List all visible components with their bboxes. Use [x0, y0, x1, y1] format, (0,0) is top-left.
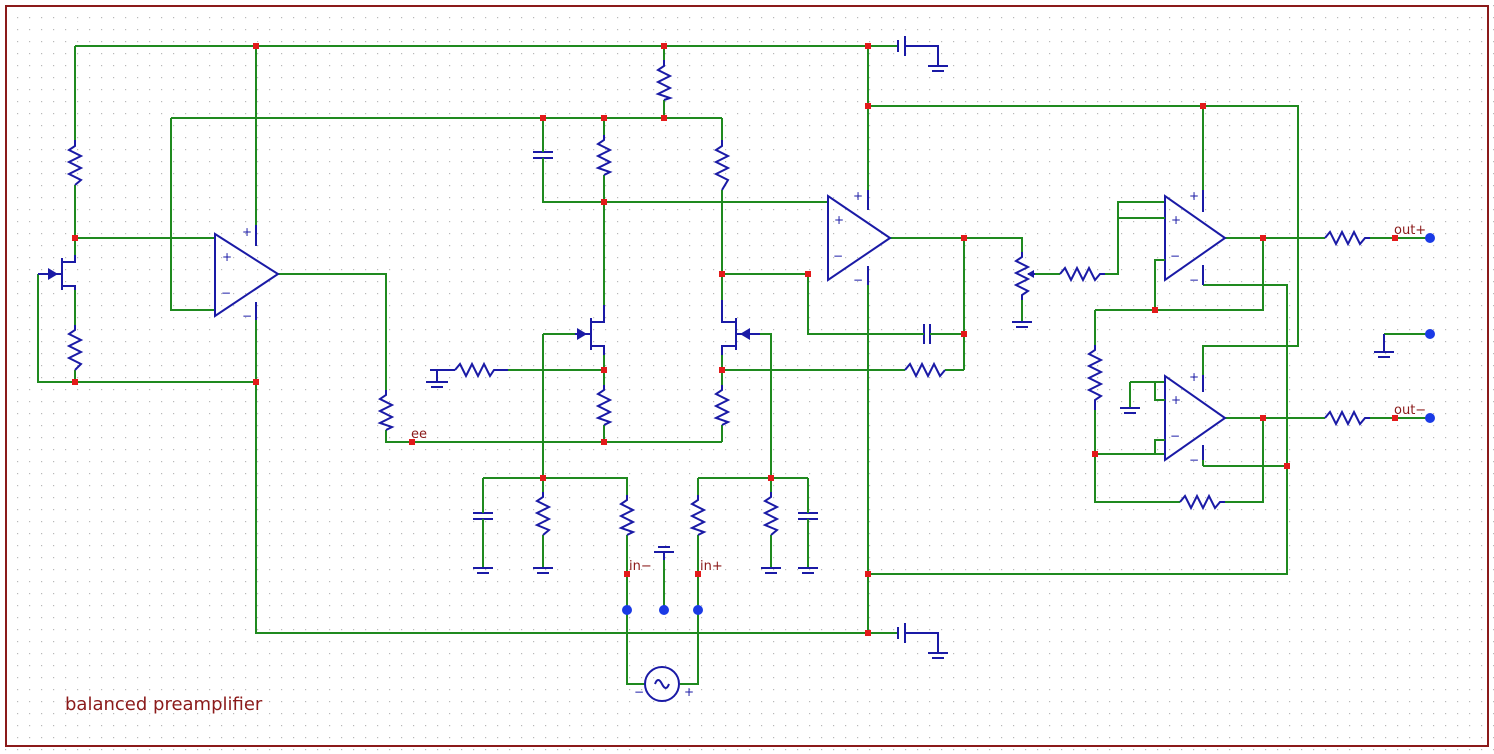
jfet-transistor-icon — [38, 255, 76, 290]
svg-text:+: + — [242, 225, 252, 239]
svg-text:−: − — [634, 685, 644, 699]
port-ground-out[interactable] — [1425, 329, 1435, 339]
resistor-icon — [1179, 493, 1225, 511]
capacitor-icon — [473, 508, 493, 525]
svg-text:+: + — [834, 213, 844, 227]
port-in-plus[interactable] — [693, 605, 703, 615]
svg-text:+: + — [1189, 370, 1199, 384]
svg-text:+: + — [222, 250, 232, 264]
svg-text:+: + — [1171, 393, 1181, 407]
resistor-icon — [377, 390, 395, 431]
op-amp-icon: + − + − — [214, 225, 280, 323]
diagram-caption: balanced preamplifier — [65, 694, 263, 715]
ground-icon — [798, 567, 818, 574]
svg-text:+: + — [684, 685, 694, 699]
net-label-in-plus: in+ — [700, 559, 723, 574]
svg-text:+: + — [853, 189, 863, 203]
resistor-icon — [904, 361, 946, 379]
potentiometer-icon — [1013, 252, 1035, 300]
components: +− +− +− +− +− +− +− +− — [38, 36, 1394, 702]
svg-text:−: − — [1189, 453, 1199, 467]
op-amp-icon: + − + − — [827, 189, 892, 287]
jfet-transistor-icon — [721, 300, 760, 355]
resistor-icon — [689, 495, 707, 536]
svg-text:+: + — [1189, 189, 1199, 203]
ground-icon — [533, 567, 553, 574]
battery-icon — [897, 36, 948, 72]
resistor-icon — [1324, 409, 1370, 427]
svg-text:+: + — [1171, 213, 1181, 227]
net-label-vee: ee — [411, 427, 427, 442]
port-ground[interactable] — [659, 605, 669, 615]
capacitor-icon — [798, 508, 818, 525]
resistor-icon — [1059, 265, 1105, 283]
ground-icon — [761, 567, 781, 574]
resistor-icon — [713, 385, 731, 426]
resistor-icon — [595, 135, 613, 176]
op-amp-icon: + − + − — [1164, 189, 1227, 287]
ground-icon — [1120, 407, 1140, 414]
resistor-icon — [762, 492, 780, 536]
svg-text:−: − — [1189, 273, 1199, 287]
port-out-minus[interactable] — [1425, 413, 1435, 423]
resistor-icon — [454, 361, 508, 379]
svg-text:−: − — [833, 249, 843, 263]
ground-icon — [1374, 334, 1394, 358]
resistor-icon — [595, 385, 613, 426]
ports — [622, 233, 1435, 615]
net-label-out-plus: out+ — [1394, 223, 1426, 238]
port-in-minus[interactable] — [622, 605, 632, 615]
resistor-icon — [713, 140, 731, 191]
op-amp-icon: + − + − — [1164, 370, 1227, 467]
ground-icon — [654, 546, 674, 560]
resistor-icon — [1086, 345, 1104, 410]
jfet-transistor-icon — [575, 305, 605, 355]
resistor-icon — [618, 495, 636, 536]
resistor-icon — [655, 60, 674, 101]
resistor-icon — [1324, 229, 1370, 247]
ac-source-icon: − + — [634, 666, 694, 702]
port-out-plus[interactable] — [1425, 233, 1435, 243]
sheet-border — [5, 5, 1489, 747]
resistor-icon — [66, 140, 84, 186]
svg-text:−: − — [242, 309, 252, 323]
svg-text:−: − — [1170, 249, 1180, 263]
ground-icon — [1012, 321, 1032, 328]
net-labels: ee in− in+ out+ out− — [411, 223, 1426, 574]
svg-text:−: − — [221, 286, 231, 300]
ground-icon — [426, 369, 455, 388]
capacitor-icon — [533, 145, 553, 165]
wires — [37, 45, 1430, 685]
net-label-in-minus: in− — [629, 559, 652, 574]
capacitor-icon — [920, 324, 935, 344]
svg-text:−: − — [1170, 429, 1180, 443]
resistor-icon — [66, 325, 84, 371]
junctions — [72, 43, 1398, 636]
net-label-out-minus: out− — [1394, 403, 1426, 418]
battery-icon — [897, 623, 948, 659]
svg-text:−: − — [853, 273, 863, 287]
ground-icon — [473, 567, 493, 574]
resistor-icon — [534, 492, 552, 536]
